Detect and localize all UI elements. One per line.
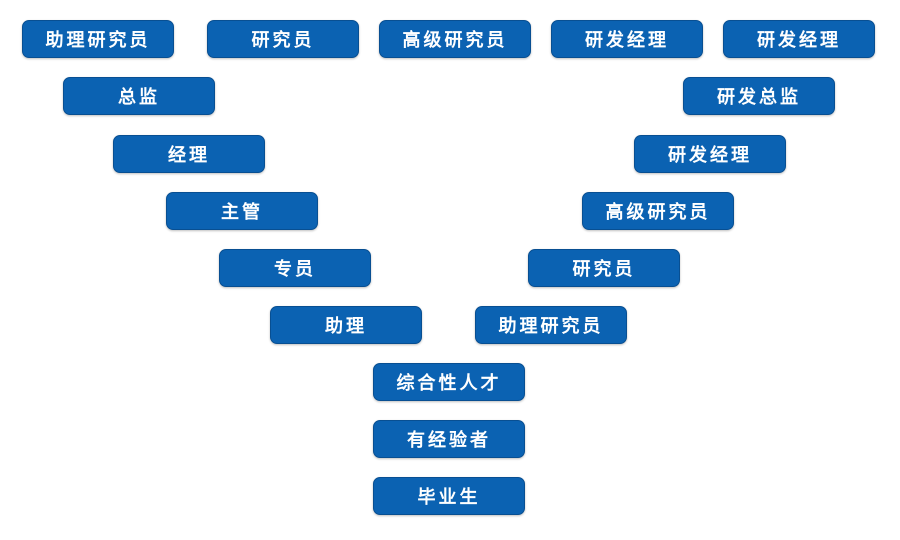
base-box-label: 有经验者 (407, 430, 491, 451)
base-box-graduate: 毕业生 (373, 477, 525, 515)
management-box-manager: 经理 (113, 135, 265, 173)
rd-box-senior-researcher: 高级研究员 (582, 192, 734, 230)
top-row-box-researcher: 研究员 (207, 20, 359, 58)
rd-box-rd-manager: 研发经理 (634, 135, 786, 173)
top-row-box-rd-manager-2: 研发经理 (723, 20, 875, 58)
top-row-box-rd-manager: 研发经理 (551, 20, 703, 58)
rd-box-rd-director: 研发总监 (683, 77, 835, 115)
management-box-label: 总监 (118, 87, 160, 108)
top-row-box-label: 高级研究员 (402, 30, 508, 51)
top-row-box-label: 研发经理 (585, 30, 669, 51)
top-row-box-label: 助理研究员 (45, 30, 151, 51)
management-box-assistant: 助理 (270, 306, 422, 344)
rd-box-label: 研究员 (572, 259, 636, 280)
top-row-box-assistant-researcher: 助理研究员 (22, 20, 174, 58)
base-box-label: 毕业生 (417, 487, 481, 508)
base-box-experienced: 有经验者 (373, 420, 525, 458)
rd-box-researcher: 研究员 (528, 249, 680, 287)
management-box-label: 主管 (221, 202, 263, 223)
top-row-box-label: 研发经理 (757, 30, 841, 51)
management-box-supervisor: 主管 (166, 192, 318, 230)
rd-box-label: 研发总监 (717, 87, 801, 108)
top-row-box-senior-researcher: 高级研究员 (379, 20, 531, 58)
base-box-versatile-talent: 综合性人才 (373, 363, 525, 401)
management-box-label: 专员 (274, 259, 316, 280)
top-row-box-label: 研究员 (251, 30, 315, 51)
rd-box-label: 助理研究员 (498, 316, 604, 337)
management-box-label: 助理 (325, 316, 367, 337)
management-box-director: 总监 (63, 77, 215, 115)
rd-box-label: 高级研究员 (605, 202, 711, 223)
management-box-specialist: 专员 (219, 249, 371, 287)
rd-box-label: 研发经理 (668, 145, 752, 166)
rd-box-assistant-researcher: 助理研究员 (475, 306, 627, 344)
management-box-label: 经理 (168, 145, 210, 166)
base-box-label: 综合性人才 (396, 373, 502, 394)
